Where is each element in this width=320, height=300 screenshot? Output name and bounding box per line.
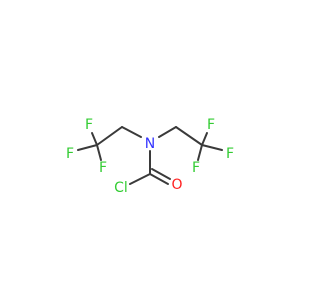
atom-n: N xyxy=(145,136,155,152)
atom-f-bottom-left: F xyxy=(99,160,107,176)
bond-c1-c2 xyxy=(96,126,123,146)
bond-carbonyl-cl xyxy=(129,173,151,185)
atom-cl: Cl xyxy=(114,180,128,196)
bond-c1-f-left xyxy=(77,144,98,151)
bond-c4-f-top xyxy=(201,132,208,146)
structure-diagram: F F F F F F N Cl O xyxy=(66,117,234,196)
bond-c2-n xyxy=(121,126,142,138)
bond-c3-c4 xyxy=(175,126,203,146)
atom-label-layer: F F F F F F N Cl O xyxy=(66,117,234,196)
atom-f-bottom-right: F xyxy=(192,160,200,176)
molecule-canvas: F F F F F F N Cl O xyxy=(65,117,235,196)
bond-c4-f-right xyxy=(201,144,223,151)
atom-f-left: F xyxy=(66,146,74,162)
bond-c4-f-bottom xyxy=(197,144,203,161)
bond-carbonyl-o-2 xyxy=(151,168,171,180)
atom-f-top-left: F xyxy=(85,117,93,133)
atom-f-right: F xyxy=(226,146,234,162)
atom-f-top-right: F xyxy=(207,117,215,133)
bond-carbonyl-o-1 xyxy=(149,173,169,185)
bond-c1-f-top xyxy=(91,132,98,146)
atom-o: O xyxy=(171,177,182,193)
bond-layer xyxy=(77,126,223,185)
bond-n-c3 xyxy=(158,126,177,138)
bond-c1-f-bottom xyxy=(96,144,102,161)
